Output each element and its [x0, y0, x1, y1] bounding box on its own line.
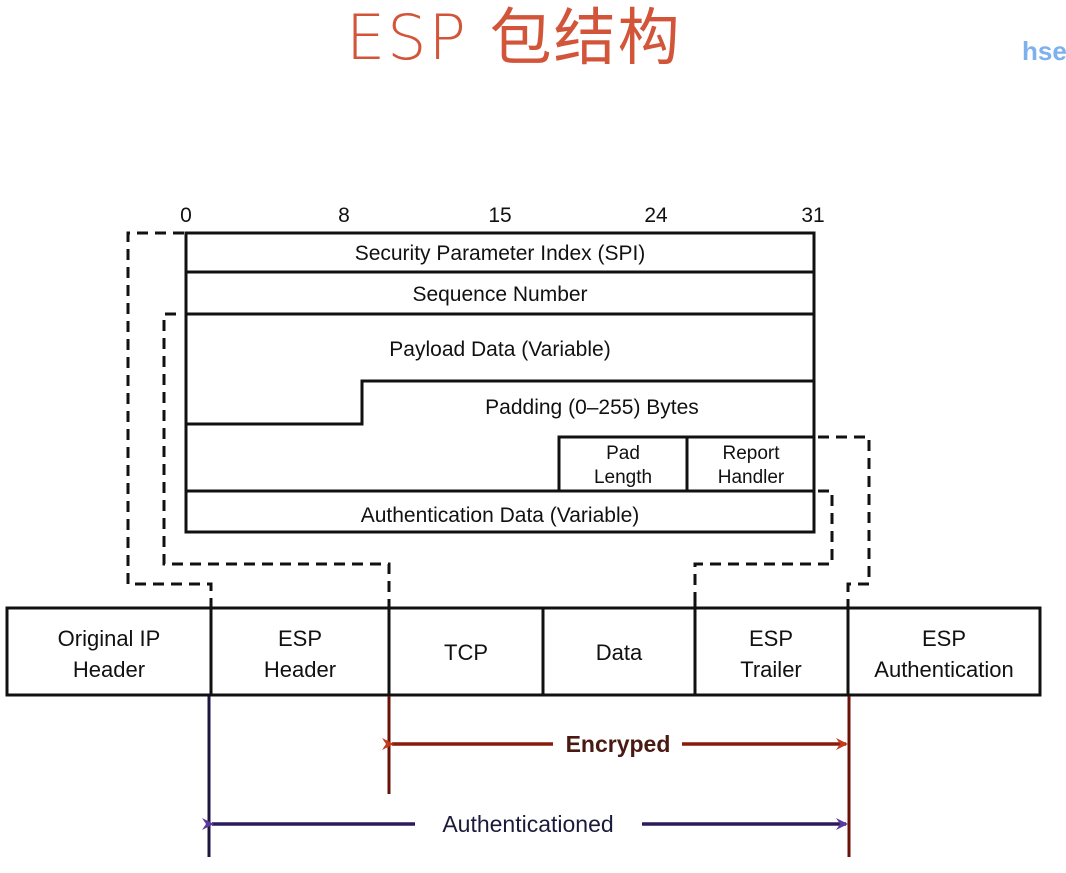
mapping-esp-header-outer [126, 231, 213, 608]
mapping-lines [126, 231, 871, 608]
esp-field-labels: Security Parameter Index (SPI) Sequence … [355, 242, 785, 527]
encrypted-label: Encryped [566, 731, 671, 757]
segment-original-ip-header-line1: Original IP [58, 626, 161, 651]
mapping-esp-header-inner [162, 312, 391, 608]
segment-esp-trailer-line2: Trailer [740, 657, 802, 682]
watermark: hse [1022, 36, 1066, 66]
segment-esp-authentication-line1: ESP [922, 626, 966, 651]
packet-segment-labels: Original IP Header ESP Header TCP Data E… [58, 626, 1014, 682]
field-pad-length-line1: Pad [606, 443, 640, 464]
field-padding: Padding (0–255) Bytes [485, 396, 699, 419]
field-pad-length-line2: Length [594, 467, 652, 488]
field-next-header-line1: Report [722, 443, 780, 464]
mapping-trailer-inner [693, 489, 834, 608]
bit-tick-31: 31 [801, 204, 824, 227]
segment-tcp: TCP [444, 640, 488, 665]
field-spi: Security Parameter Index (SPI) [355, 242, 646, 265]
bit-tick-8: 8 [338, 204, 350, 227]
bit-ruler: 0 8 15 24 31 [180, 204, 825, 227]
field-sequence-number: Sequence Number [412, 283, 587, 306]
encrypted-span: Encryped [382, 731, 848, 757]
bit-tick-24: 24 [644, 204, 668, 227]
authenticated-label: Authenticationed [442, 811, 613, 837]
packet-bar [5, 600, 1042, 697]
mapping-trailer-outer [818, 435, 871, 608]
authenticated-span: Authenticationed [202, 811, 848, 837]
bit-tick-15: 15 [488, 204, 511, 227]
payload-padding-step [186, 379, 814, 426]
segment-original-ip-header-line2: Header [73, 657, 145, 682]
esp-structure [184, 231, 816, 534]
field-authentication-data: Authentication Data (Variable) [361, 504, 640, 527]
page-title: ESP 包结构 [346, 1, 682, 74]
segment-esp-trailer-line1: ESP [749, 626, 793, 651]
packet-frame [5, 606, 1042, 697]
trailer-cells-top [557, 435, 814, 491]
segment-esp-header-line2: Header [264, 657, 336, 682]
segment-esp-header-line1: ESP [278, 626, 322, 651]
segment-data: Data [596, 640, 643, 665]
field-payload-data: Payload Data (Variable) [389, 338, 610, 361]
field-next-header-line2: Handler [718, 467, 785, 488]
segment-esp-authentication-line2: Authentication [874, 657, 1013, 682]
bit-tick-0: 0 [180, 204, 192, 227]
